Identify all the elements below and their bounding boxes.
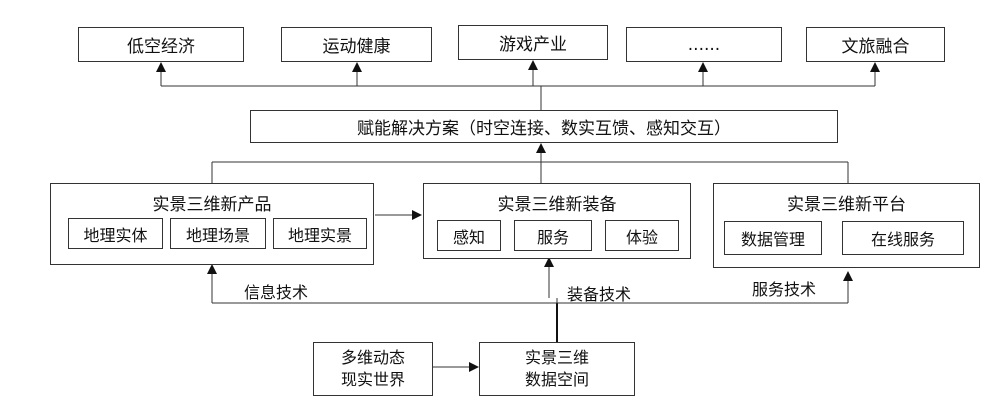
product-item-scene: 地理场景 [170, 218, 266, 249]
equipment-item-label: 服务 [536, 227, 569, 247]
products-title: 实景三维新产品 [152, 195, 272, 215]
equipment-item-label: 感知 [452, 227, 485, 247]
app-box-low-altitude: 低空经济 [78, 27, 244, 62]
info-tech-label: 信息技术 [244, 283, 309, 302]
platform-item-online-service: 在线服务 [842, 221, 964, 255]
solution-label: 赋能解决方案（时空连接、数实互馈、感知交互） [357, 119, 731, 139]
app-box-gaming: 游戏产业 [458, 25, 608, 60]
equipment-item-label: 体验 [625, 227, 658, 247]
product-item-label: 地理场景 [185, 225, 250, 245]
equipment-title: 实景三维新装备 [497, 195, 617, 215]
solution-box: 赋能解决方案（时空连接、数实互馈、感知交互） [250, 110, 838, 143]
app-label: 运动健康 [322, 37, 391, 57]
app-box-sports-health: 运动健康 [281, 27, 432, 62]
real-world-box: 多维动态 现实世界 [313, 342, 433, 396]
app-box-ellipsis: ...... [626, 27, 782, 62]
app-label: 低空经济 [127, 37, 195, 57]
equipment-item-sensing: 感知 [437, 220, 501, 251]
platform-item-data-management: 数据管理 [724, 221, 822, 255]
equipment-tech-label: 装备技术 [567, 285, 632, 304]
platform-title: 实景三维新平台 [787, 195, 906, 215]
app-label: ...... [687, 34, 721, 55]
product-item-entity: 地理实体 [68, 218, 163, 249]
equipment-item-service: 服务 [514, 220, 592, 251]
app-box-culture-tourism: 文旅融合 [806, 27, 945, 62]
product-item-reality: 地理实景 [273, 218, 367, 249]
real-world-label: 多维动态 现实世界 [340, 348, 405, 389]
product-item-label: 地理实体 [83, 225, 148, 245]
data-space-box: 实景三维 数据空间 [479, 342, 635, 396]
equipment-item-experience: 体验 [605, 220, 679, 251]
platform-item-label: 在线服务 [870, 230, 935, 249]
service-tech-label: 服务技术 [752, 280, 817, 299]
product-item-label: 地理实景 [287, 225, 352, 245]
platform-item-label: 数据管理 [740, 230, 805, 249]
app-label: 文旅融合 [841, 37, 910, 57]
data-space-label: 实景三维 数据空间 [524, 348, 589, 389]
app-label: 游戏产业 [499, 35, 567, 55]
